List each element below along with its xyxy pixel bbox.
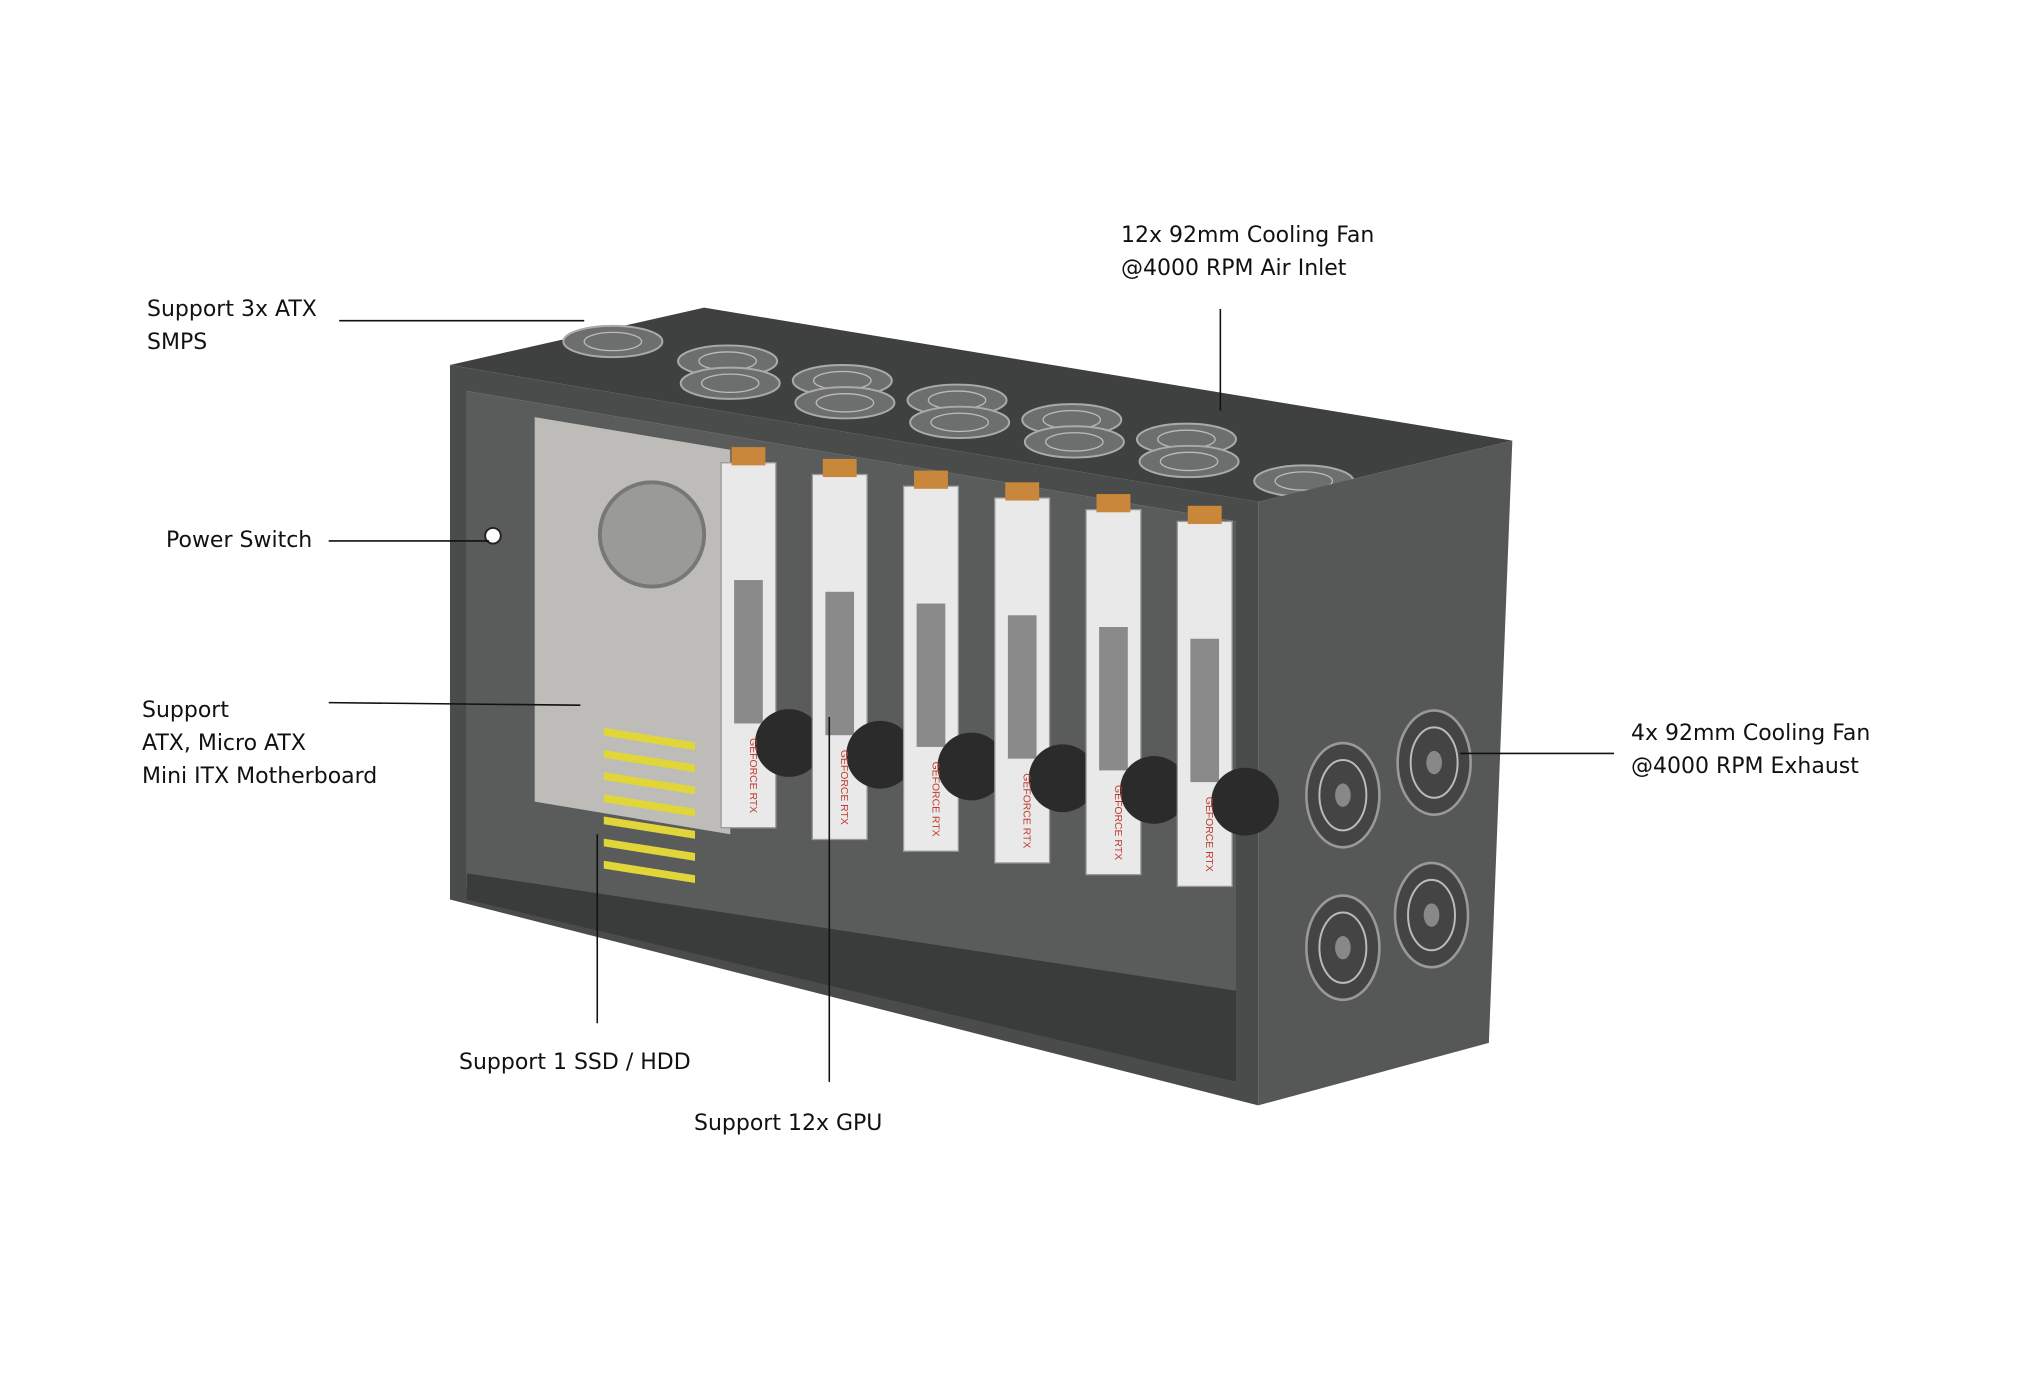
fan-grill-icon — [1023, 425, 1125, 459]
exhaust-fan — [1393, 861, 1470, 969]
top-fan — [794, 386, 896, 420]
pcie-slot — [603, 838, 696, 861]
gpu-fan-icon — [1119, 756, 1188, 824]
callout-text: SMPS — [147, 330, 208, 355]
case-bottom-tray — [466, 873, 1236, 1082]
callout-text: Support 1 SSD / HDD — [459, 1050, 691, 1075]
motherboard — [534, 417, 731, 835]
gpu-card: GEFORCE RTX — [1176, 505, 1280, 888]
gpu-fan-icon — [754, 709, 823, 777]
callout-text: Power Switch — [166, 528, 313, 553]
top-fan — [562, 324, 664, 359]
fan-ring — [930, 412, 989, 433]
fan-ring — [700, 373, 760, 394]
callout-text: Support 3x ATX — [147, 297, 317, 322]
pcie-slot — [603, 772, 696, 795]
gpu-fan-icon — [937, 732, 1006, 801]
fan-grill-icon — [909, 405, 1011, 439]
callout-text: Support — [142, 698, 229, 723]
gpu-brand-logo: GEFORCE RTX — [1203, 797, 1214, 872]
gpu-brand-logo: GEFORCE RTX — [1021, 773, 1032, 848]
callout-text: Mini ITX Motherboard — [142, 764, 378, 789]
top-fan — [679, 366, 781, 400]
exhaust-fan — [1396, 709, 1472, 817]
gpu-card: GEFORCE RTX — [720, 447, 823, 829]
callout-exhaust-fans: 4x 92mm Cooling Fan @4000 RPM Exhaust — [1631, 717, 1870, 783]
case-side-panel — [1258, 440, 1513, 1106]
gpu-brand-logo: GEFORCE RTX — [1112, 785, 1123, 860]
gpu-heatsink — [916, 603, 946, 747]
callout-text: Support 12x GPU — [694, 1111, 883, 1136]
power-switch — [484, 526, 502, 545]
fan-hub — [1423, 903, 1440, 927]
cpu-cooler — [597, 480, 707, 589]
gpu-bracket — [914, 470, 948, 489]
gpu-bracket — [1187, 505, 1222, 525]
pcie-slot — [603, 794, 696, 817]
fan-ring — [1318, 911, 1368, 984]
top-fan — [1138, 444, 1240, 479]
callout-text: 12x 92mm Cooling Fan — [1121, 223, 1375, 248]
gpu-brand-logo: GEFORCE RTX — [747, 738, 758, 813]
fan-ring — [583, 331, 643, 352]
gpu-bracket — [1005, 482, 1040, 501]
callout-text: @4000 RPM Air Inlet — [1121, 256, 1347, 281]
fan-grill-icon — [794, 386, 896, 420]
pcie-slot — [603, 727, 696, 751]
pcie-slot — [603, 860, 696, 884]
gpu-heatsink — [825, 591, 855, 736]
gpu-bracket — [822, 458, 857, 478]
callout-text: @4000 RPM Exhaust — [1631, 754, 1859, 779]
fan-hub — [1335, 935, 1351, 960]
fan-hub — [1335, 783, 1351, 807]
gpu-heatsink — [1099, 627, 1128, 771]
gpu-heatsink — [1190, 638, 1220, 783]
fan-ring — [1318, 758, 1368, 832]
top-fan — [1023, 425, 1125, 459]
leader-motherboard — [328, 701, 581, 706]
fan-ring — [1274, 471, 1334, 491]
gpu-card: GEFORCE RTX — [994, 482, 1097, 864]
gpu-array: GEFORCE RTX GEFORCE RTX GEFORCE RTX GEFORCE… — [720, 447, 1280, 888]
gpu-card: GEFORCE RTX — [1085, 494, 1188, 876]
fan-grill-icon — [679, 366, 781, 400]
gpu-card: GEFORCE RTX — [811, 458, 915, 841]
exhaust-fan — [1305, 741, 1381, 849]
callout-gpu: Support 12x GPU — [694, 1107, 882, 1140]
top-fan-array — [562, 324, 1355, 498]
callout-top-fans: 12x 92mm Cooling Fan @4000 RPM Air Inlet — [1121, 219, 1374, 285]
pcie-slots — [603, 727, 696, 884]
pcie-slot — [603, 749, 696, 773]
gpu-bracket — [1096, 494, 1131, 513]
callout-power-switch: Power Switch — [166, 524, 312, 557]
gpu-fan-icon — [846, 720, 915, 789]
gpu-brand-logo: GEFORCE RTX — [838, 750, 849, 825]
callout-storage: Support 1 SSD / HDD — [459, 1046, 691, 1079]
callout-motherboard: Support ATX, Micro ATX Mini ITX Motherbo… — [142, 694, 377, 793]
fan-grill-icon — [562, 324, 664, 359]
callout-text: ATX, Micro ATX — [142, 731, 306, 756]
gpu-fan-icon — [1211, 767, 1280, 836]
fan-ring — [1409, 726, 1459, 799]
gpu-heatsink — [1007, 615, 1037, 759]
fan-ring — [1407, 878, 1456, 952]
gpu-card: GEFORCE RTX — [902, 470, 1006, 852]
pcie-slot — [603, 816, 696, 839]
callout-smps: Support 3x ATX SMPS — [147, 293, 317, 359]
fan-hub — [1426, 750, 1442, 775]
gpu-heatsink — [734, 580, 763, 724]
leader-lines — [328, 308, 1615, 1082]
fan-grill-icon — [1138, 444, 1240, 479]
exhaust-fan-array — [1305, 709, 1472, 1002]
gpu-bracket — [731, 447, 766, 466]
fan-ring — [815, 393, 875, 413]
callout-text: 4x 92mm Cooling Fan — [1631, 721, 1871, 746]
fan-ring — [1159, 451, 1219, 472]
fan-ring — [1045, 432, 1104, 452]
top-fan — [909, 405, 1011, 439]
exhaust-fan — [1305, 894, 1381, 1002]
gpu-fan-icon — [1028, 744, 1097, 813]
gpu-brand-logo: GEFORCE RTX — [929, 762, 940, 837]
